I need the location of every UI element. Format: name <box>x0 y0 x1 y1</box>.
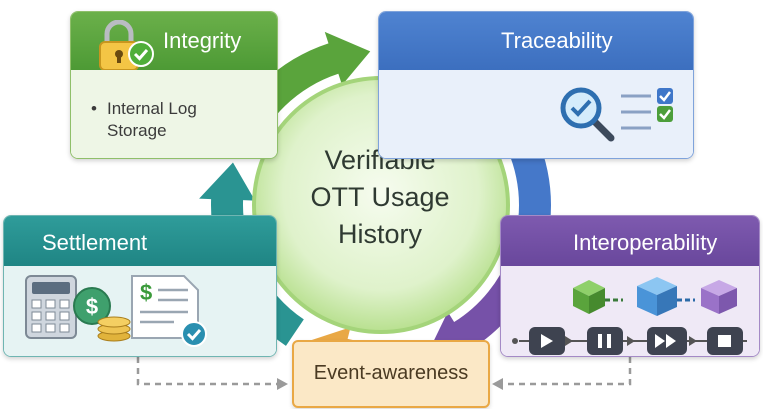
media-controls-row <box>512 327 747 355</box>
stop-icon <box>707 327 743 355</box>
settlement-panel: Settlement $ $ <box>3 215 277 357</box>
checkmark-icon <box>128 41 154 67</box>
svg-text:$: $ <box>86 294 98 319</box>
integrity-header: Integrity <box>71 12 277 71</box>
traceability-panel: Traceability <box>378 11 694 159</box>
traceability-title: Traceability <box>501 28 613 53</box>
interoperability-body <box>501 266 759 356</box>
settlement-title: Settlement <box>42 230 148 255</box>
dashed-connector-left <box>136 357 280 386</box>
interoperability-title: Interoperability <box>573 230 718 255</box>
center-title-line-3: History <box>337 219 422 249</box>
settlement-header: Settlement <box>4 216 276 266</box>
center-title-line-2: OTT Usage <box>310 182 450 212</box>
bullet-dot: • <box>91 99 97 118</box>
integrity-title: Integrity <box>163 28 242 53</box>
play-icon <box>529 327 565 355</box>
traceability-header: Traceability <box>379 12 693 70</box>
checkmark-icon <box>181 321 207 347</box>
magnifier-check-icon <box>560 87 615 142</box>
interoperability-header: Interoperability <box>501 216 759 266</box>
integrity-panel: Integrity • Internal Log Storage <box>70 11 278 159</box>
invoice-icon: $ <box>131 275 199 339</box>
pause-icon <box>587 327 623 355</box>
checklist-icon <box>621 88 673 130</box>
dashed-arrowhead-right <box>492 378 503 390</box>
svg-text:$: $ <box>140 280 152 305</box>
fast-forward-icon <box>647 327 687 355</box>
interoperability-panel: Interoperability <box>500 215 760 357</box>
coin-stack-icon: $ <box>73 287 131 342</box>
settlement-body: $ $ <box>4 266 276 356</box>
dashed-arrowhead-left <box>277 378 288 390</box>
integrity-bullet-text: Internal Log Storage <box>107 99 197 140</box>
integrity-body: • Internal Log Storage <box>71 70 277 158</box>
cube-chain-icon <box>573 277 737 316</box>
event-awareness-title: Event-awareness <box>313 362 469 384</box>
dashed-connector-right <box>500 357 632 386</box>
traceability-body <box>379 70 693 158</box>
event-awareness-panel: Event-awareness <box>292 340 490 408</box>
